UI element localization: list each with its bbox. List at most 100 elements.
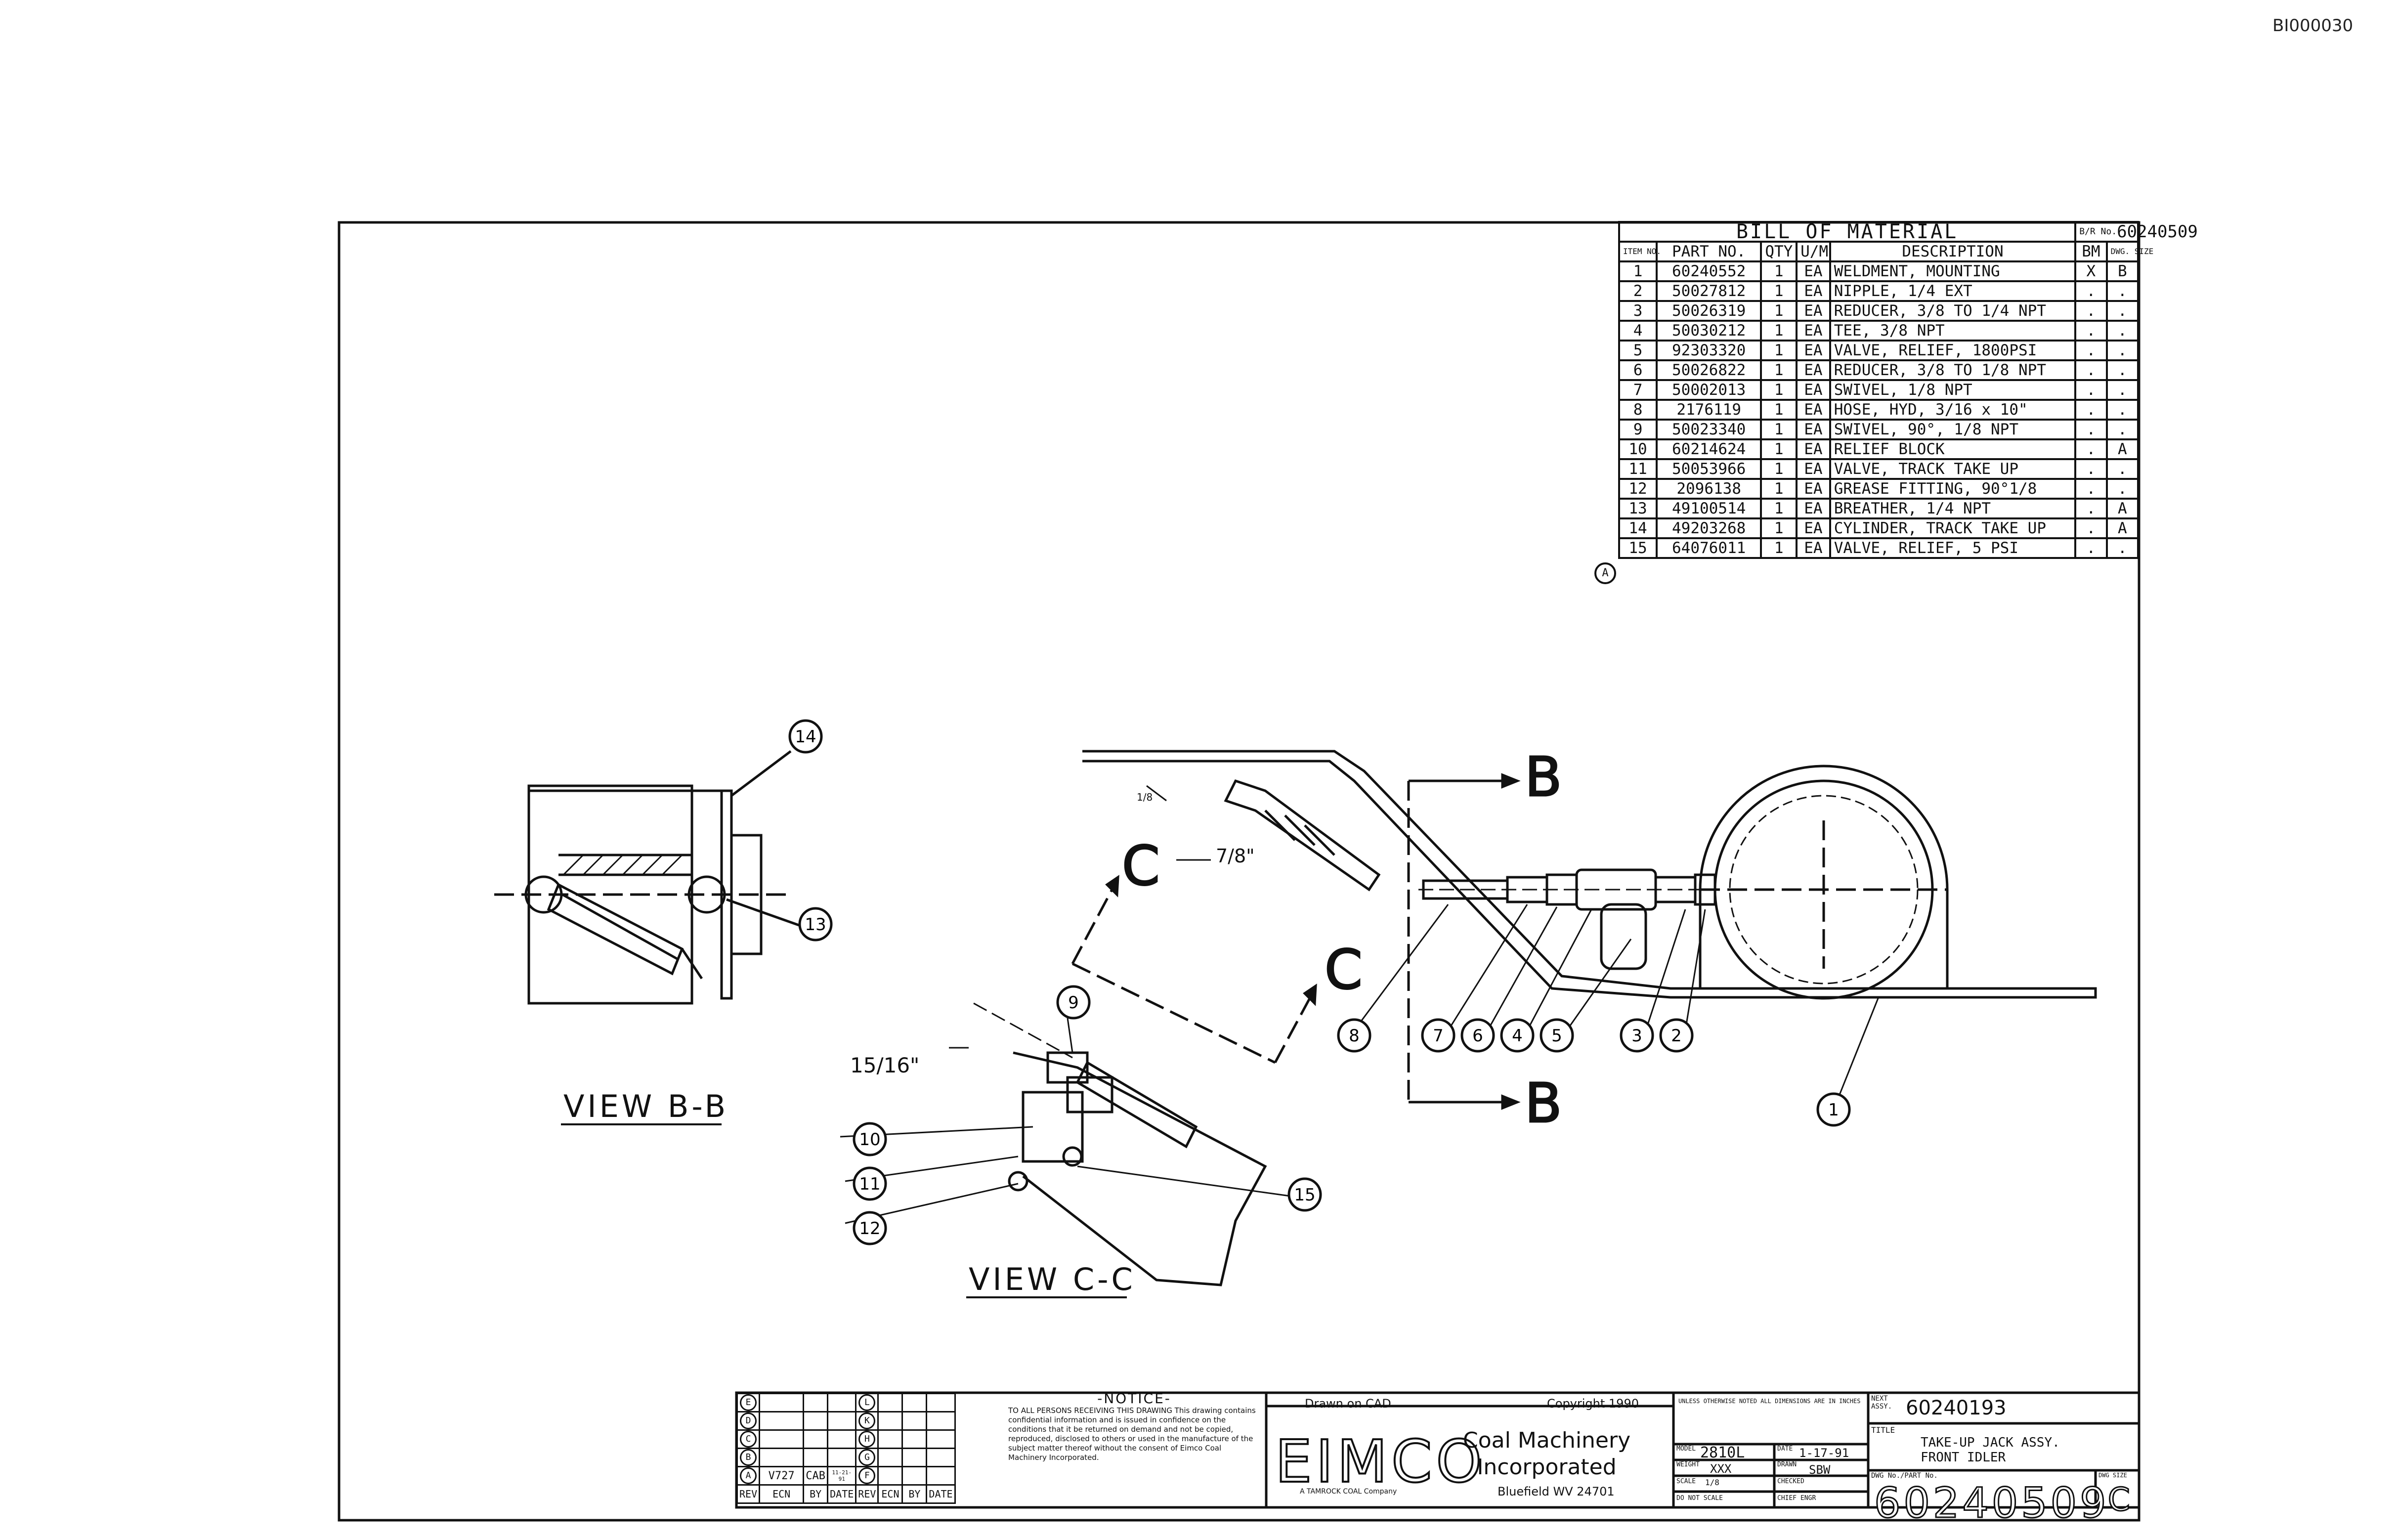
svg-text:14: 14 (795, 727, 816, 747)
bom-part-no: 64076011 (1656, 537, 1762, 559)
model-value: 2810L (1700, 1444, 1745, 1461)
bom-header-bm: BM (2074, 241, 2108, 262)
weight-label: WEIGHT (1676, 1461, 1700, 1468)
item-balloons: 14 13 9 10 11 12 15 8 7 6 4 5 3 2 1 (788, 719, 1851, 1245)
bom-description: BREATHER, 1/4 NPT (1829, 498, 2077, 519)
balloon-11: 11 (853, 1166, 887, 1201)
revision-header: BY (803, 1484, 829, 1504)
section-label-c-right: C (1325, 938, 1363, 1001)
revision-cell (901, 1429, 928, 1449)
svg-text:1: 1 (1828, 1100, 1839, 1120)
bom-item-no: 7 (1618, 379, 1658, 401)
bom-um: EA (1796, 478, 1831, 500)
bom-header-qty: QTY (1760, 241, 1798, 262)
balloon-12: 12 (853, 1211, 887, 1245)
bom-qty: 1 (1760, 478, 1798, 500)
bom-description: VALVE, RELIEF, 5 PSI (1829, 537, 2077, 559)
revision-letter: H (858, 1431, 876, 1448)
revision-cell (926, 1448, 956, 1467)
balloon-4: 4 (1500, 1018, 1535, 1053)
section-line-c (1071, 875, 1317, 1064)
scale-value: 1/8 (1705, 1478, 1719, 1487)
bom-description: REDUCER, 3/8 TO 1/8 NPT (1829, 359, 2077, 381)
bom-dwg-size: . (2105, 280, 2140, 302)
svg-text:15: 15 (1294, 1185, 1315, 1205)
bom-description: CYLINDER, TRACK TAKE UP (1829, 517, 2077, 539)
bom-dwg-size: A (2105, 438, 2140, 460)
bom-part-no: 49100514 (1656, 498, 1762, 519)
bom-item-no: 13 (1618, 498, 1658, 519)
revision-cell (827, 1411, 857, 1431)
revision-cell (827, 1429, 857, 1449)
revision-cell (926, 1411, 956, 1431)
revision-letter: L (858, 1394, 876, 1411)
revision-cell (759, 1429, 805, 1449)
bom-qty: 1 (1760, 498, 1798, 519)
bom-um: EA (1796, 379, 1831, 401)
bom-qty: 1 (1760, 300, 1798, 322)
revision-cell (926, 1393, 956, 1412)
bom-bm: . (2074, 340, 2108, 361)
bom-header-part: PART NO. (1656, 241, 1762, 262)
svg-text:10: 10 (859, 1130, 880, 1150)
bom-bm: . (2074, 280, 2108, 302)
title-label: TITLE (1871, 1425, 1895, 1435)
balloon-6: 6 (1460, 1018, 1495, 1053)
bom-dwg-size: . (2105, 458, 2140, 480)
revision-header: DATE (827, 1484, 857, 1504)
bom-um: EA (1796, 260, 1831, 282)
bom-item-no: 15 (1618, 537, 1658, 559)
bom-um: EA (1796, 517, 1831, 539)
bom-bm: . (2074, 419, 2108, 440)
revision-letter: A (740, 1467, 757, 1484)
section-label-b-top: B (1525, 745, 1562, 809)
revision-cell (901, 1448, 928, 1467)
bom-part-no: 50030212 (1656, 320, 1762, 342)
sheet-id: BI000030 (2272, 16, 2354, 36)
date-value: 1-17-91 (1799, 1446, 1849, 1460)
date-label: DATE (1777, 1445, 1793, 1453)
bom-item-no: 8 (1618, 399, 1658, 421)
bom-bm: . (2074, 300, 2108, 322)
bom-description: SWIVEL, 90°, 1/8 NPT (1829, 419, 2077, 440)
bom-qty: 1 (1760, 438, 1798, 460)
checked-label: CHECKED (1777, 1478, 1804, 1485)
bom-item-no: 5 (1618, 340, 1658, 361)
revision-letter: C (740, 1431, 757, 1448)
bom-bm: . (2074, 379, 2108, 401)
bom-dwg-size: . (2105, 340, 2140, 361)
bom-item-no: 9 (1618, 419, 1658, 440)
dimension-15-16: 15/16" (850, 1053, 919, 1077)
bom-bm: . (2074, 399, 2108, 421)
drawn-on-cad: Drawn on CAD (1305, 1397, 1391, 1411)
bom-qty: 1 (1760, 517, 1798, 539)
revision-cell (827, 1448, 857, 1467)
bom-bm: . (2074, 478, 2108, 500)
section-label-c-left: C (1122, 834, 1160, 898)
bom-um: EA (1796, 399, 1831, 421)
revision-cell (759, 1411, 805, 1431)
revision-letter: D (740, 1412, 757, 1429)
bom-description: HOSE, HYD, 3/16 x 10" (1829, 399, 2077, 421)
bom-title: BILL OF MATERIAL (1618, 221, 2077, 243)
revision-letter: G (858, 1449, 876, 1466)
revision-header: ECN (759, 1484, 805, 1504)
revision-header: REV (736, 1484, 761, 1504)
bom-part-no: 50023340 (1656, 419, 1762, 440)
balloon-9: 9 (1056, 985, 1091, 1020)
company-name: Coal Machinery Incorporated (1463, 1428, 1631, 1480)
revision-cell (803, 1429, 829, 1449)
bom-dwg-size: . (2105, 478, 2140, 500)
bom-item-no: 1 (1618, 260, 1658, 282)
bom-header-description: DESCRIPTION (1829, 241, 2077, 262)
bom-part-no: 50026822 (1656, 359, 1762, 381)
bom-um: EA (1796, 280, 1831, 302)
drawing-title-line2: FRONT IDLER (1921, 1450, 2006, 1465)
revision-letter: K (858, 1412, 876, 1429)
